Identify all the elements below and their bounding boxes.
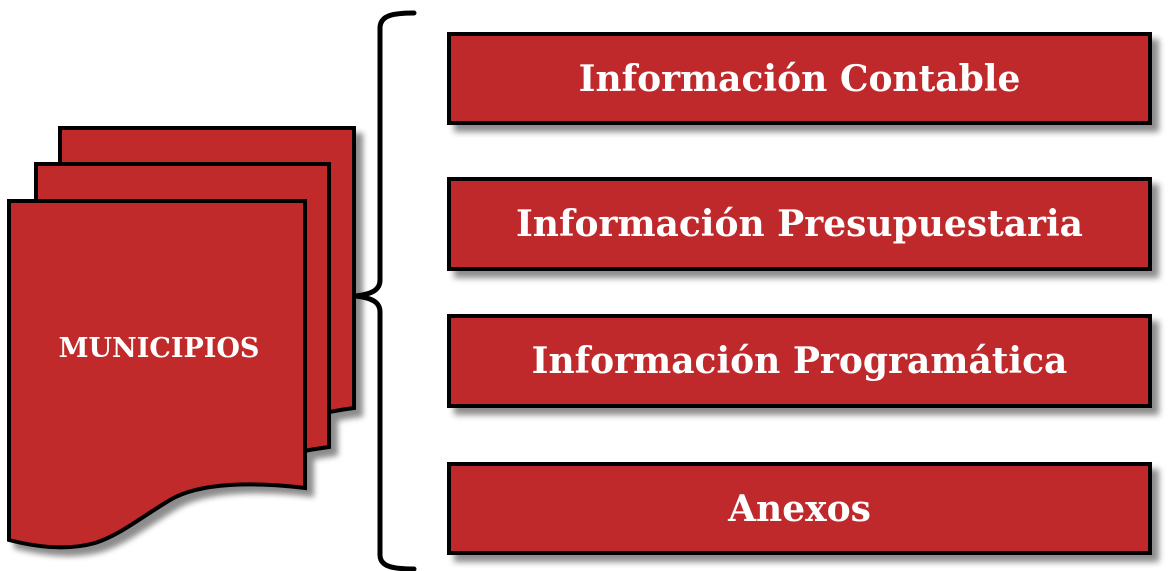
category-box-informacion-programatica: Información Programática <box>447 314 1152 408</box>
category-box-informacion-presupuestaria: Información Presupuestaria <box>447 177 1152 271</box>
source-label: MUNICIPIOS <box>59 333 260 364</box>
curly-brace-icon <box>353 10 417 571</box>
document-page-front <box>7 199 307 550</box>
multi-document-icon <box>7 126 356 550</box>
category-label: Información Presupuestaria <box>515 203 1084 245</box>
category-label: Anexos <box>728 487 871 530</box>
category-label: Información Contable <box>578 57 1021 100</box>
category-box-anexos: Anexos <box>447 462 1152 555</box>
category-box-informacion-contable: Información Contable <box>447 32 1152 125</box>
category-label: Información Programática <box>531 340 1068 382</box>
